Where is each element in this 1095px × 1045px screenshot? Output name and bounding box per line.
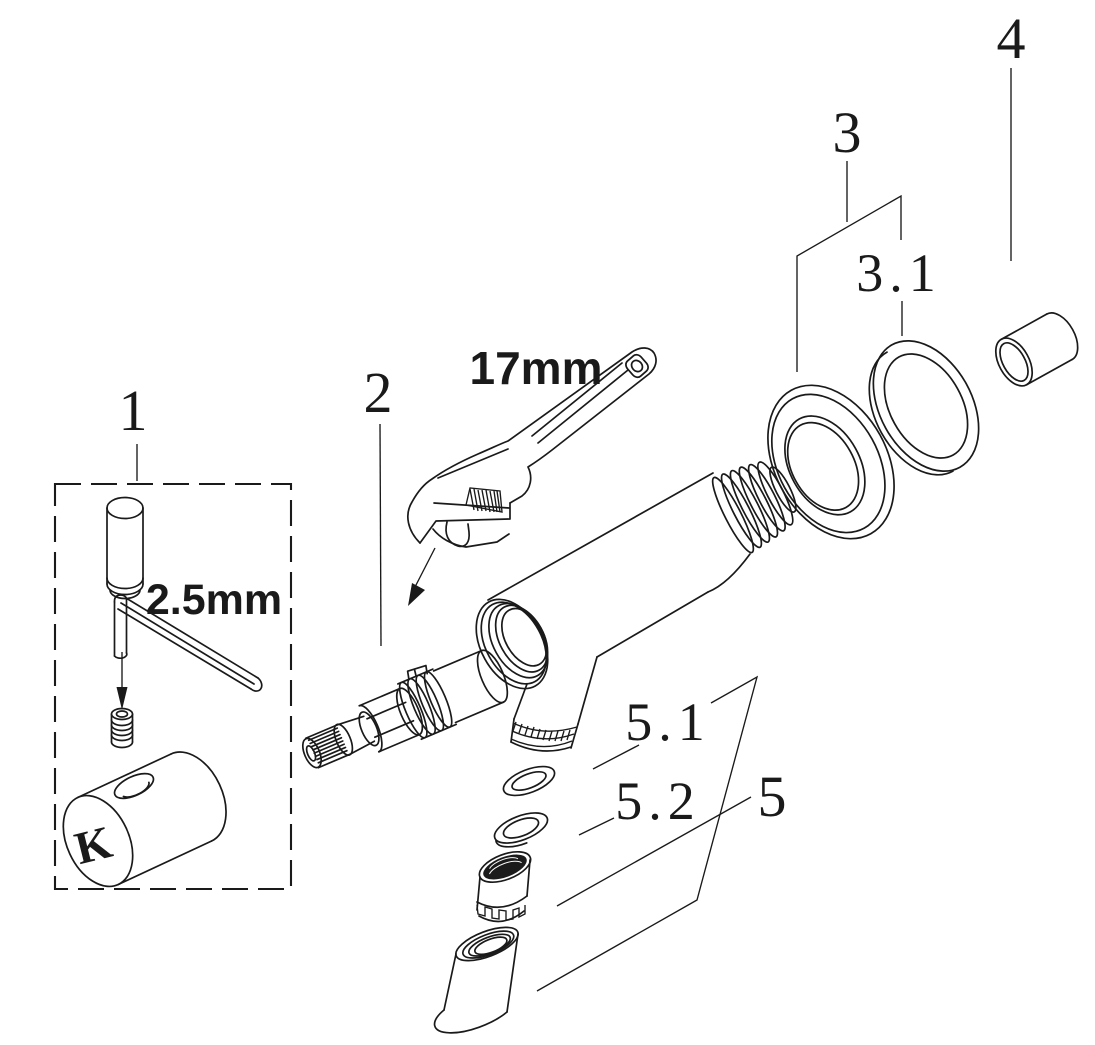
leader-5: [556, 796, 752, 907]
wrench-outline: [407, 347, 657, 544]
set-screw: [110, 707, 134, 749]
callout-3-1-label: 3.1: [856, 243, 942, 303]
wrench-size-label: 17mm: [470, 342, 603, 394]
body-male-threads: [711, 461, 797, 554]
flat-washer: [502, 765, 556, 797]
callout-labels: 1 2 3 3.1 4 5 5.1 5.2: [119, 6, 1026, 831]
handle-cap-pin: [106, 496, 144, 600]
callout-4-label: 4: [997, 6, 1026, 71]
callout-1-label: 1: [119, 378, 148, 443]
aerator-cap: [433, 926, 519, 1034]
body-shoulder: [707, 553, 751, 593]
aerator-insert: [476, 850, 532, 923]
leader-5-1: [592, 744, 640, 770]
body-spout: [510, 656, 598, 752]
spout-thread-knurl: [512, 721, 571, 742]
handle-kit-group: [53, 482, 293, 891]
body-inlet-opening: [475, 598, 549, 690]
escutcheon-ring: [767, 384, 895, 540]
wall-sleeve: [994, 312, 1079, 387]
callout-3-label: 3: [833, 100, 862, 165]
leader-2: [379, 423, 382, 647]
bracket-3: [796, 194, 902, 372]
handle-knob: [62, 751, 227, 888]
body-bottom-edge: [596, 591, 709, 658]
seal-washer: [493, 812, 549, 848]
wrench-jaw-lower-face: [419, 502, 511, 544]
callout-2-label: 2: [364, 360, 393, 425]
knob-set-screw-hole: [113, 772, 155, 800]
body-top-edge: [487, 472, 714, 601]
wrench-direction-arrow: [408, 547, 436, 606]
wrench-handle-inner-line-2: [531, 362, 623, 437]
wrench-hang-hole: [625, 353, 649, 379]
hex-key-size-label: 2.5mm: [146, 576, 282, 624]
tool-annotations: 17mm 2.5mm K: [70, 342, 603, 874]
seal-ring: [868, 339, 980, 476]
callout-leader-lines: [136, 68, 1012, 992]
wrench-head-inner-line: [437, 448, 509, 479]
valve-cartridge: [301, 649, 509, 769]
dashed-boundary-box: [53, 482, 293, 891]
adjustable-wrench: [407, 347, 657, 606]
down-arrow: [116, 652, 128, 710]
hex-key: [113, 594, 263, 692]
faucet-body: [475, 461, 797, 752]
wrench-handle-inner-line-1: [537, 369, 629, 444]
leader-5-2: [578, 817, 615, 836]
wrench-jaw-guide: [432, 528, 510, 548]
bracket-5: [536, 675, 759, 992]
wrench-worm-knurl: [465, 487, 503, 513]
callout-5-1-label: 5.1: [625, 692, 711, 752]
callout-5-2-label: 5.2: [615, 771, 701, 831]
callout-5-label: 5: [758, 764, 787, 829]
